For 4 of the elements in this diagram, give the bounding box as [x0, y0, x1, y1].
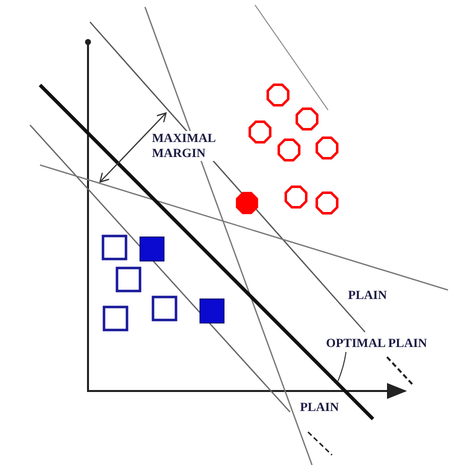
- line-label: PLAIN: [348, 288, 388, 303]
- line-label: PLAIN: [300, 400, 340, 415]
- leader-line: [338, 352, 346, 382]
- line-label: OPTIMAL PLAIN: [326, 336, 462, 351]
